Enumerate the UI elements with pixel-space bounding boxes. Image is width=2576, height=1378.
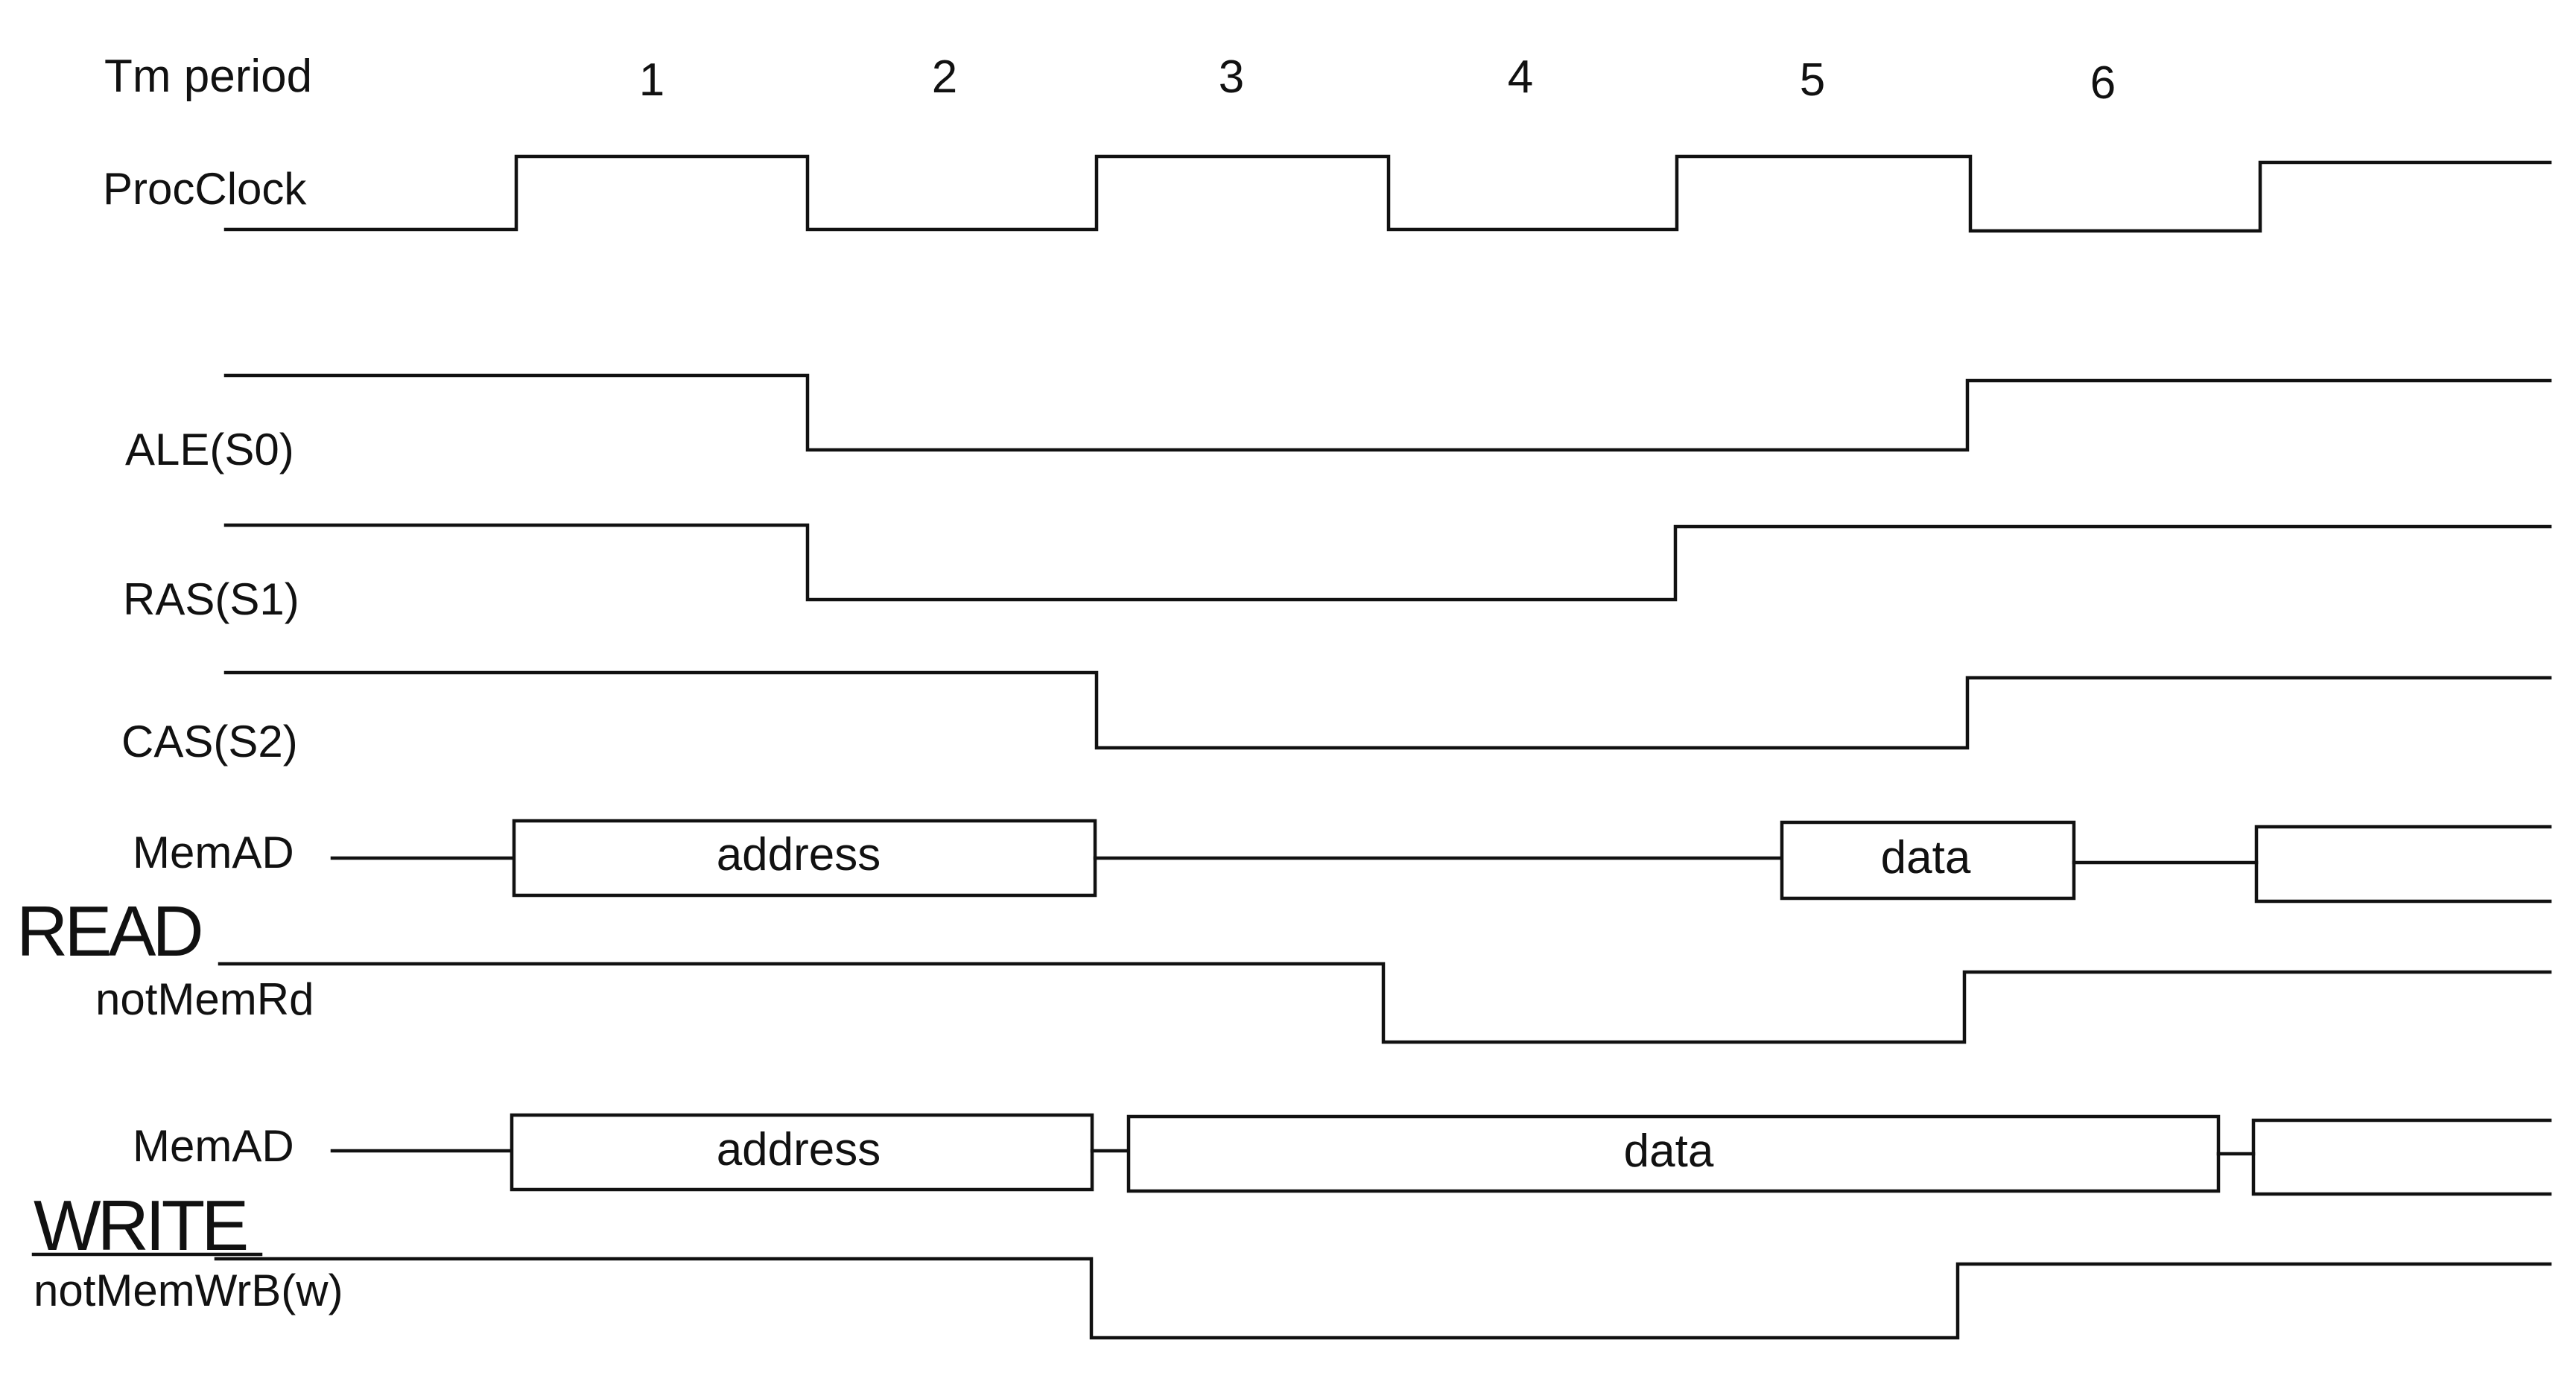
section-label-read: READ bbox=[16, 892, 200, 971]
period-label-1: 1 bbox=[639, 54, 664, 106]
period-label-3: 3 bbox=[1219, 51, 1244, 103]
mem-ad-write-data-label: data bbox=[1624, 1125, 1714, 1177]
period-label-6: 6 bbox=[2090, 57, 2116, 109]
mem-ad-read-data-label: data bbox=[1881, 832, 1971, 883]
ale-waveform bbox=[223, 373, 2552, 452]
mem-ad-write-next-cell bbox=[2251, 1118, 2552, 1196]
signal-label-ras: RAS(S1) bbox=[123, 574, 299, 624]
mem-ad-read-address-label: address bbox=[717, 829, 881, 880]
signal-label-ale: ALE(S0) bbox=[125, 425, 294, 474]
period-label-2: 2 bbox=[932, 51, 957, 103]
proc-clock-waveform bbox=[223, 154, 2552, 233]
signal-label-mem-ad-read: MemAD bbox=[133, 828, 294, 877]
signal-label-not-mem-rd: notMemRd bbox=[95, 974, 314, 1024]
period-header: Tm period bbox=[104, 51, 312, 102]
mem-ad-read-next-cell bbox=[2254, 825, 2552, 904]
period-label-5: 5 bbox=[1800, 54, 1825, 106]
mem-ad-write-address-label: address bbox=[717, 1124, 881, 1175]
mem-ad-write-address-cell bbox=[510, 1113, 1094, 1192]
signal-label-proc-clock: ProcClock bbox=[103, 164, 307, 214]
signal-label-cas: CAS(S2) bbox=[121, 717, 298, 766]
ras-waveform bbox=[223, 523, 2552, 602]
section-label-write: WRITE bbox=[34, 1186, 246, 1266]
period-label-4: 4 bbox=[1508, 51, 1533, 103]
cas-waveform bbox=[223, 670, 2552, 750]
signal-label-mem-ad-write: MemAD bbox=[133, 1121, 294, 1171]
signal-label-not-mem-wrb: notMemWrB(w) bbox=[34, 1266, 343, 1315]
not-mem-rd-waveform bbox=[218, 962, 2552, 1044]
mem-ad-read-data-cell bbox=[1780, 820, 2076, 901]
not-mem-wrb-waveform bbox=[214, 1257, 2552, 1340]
